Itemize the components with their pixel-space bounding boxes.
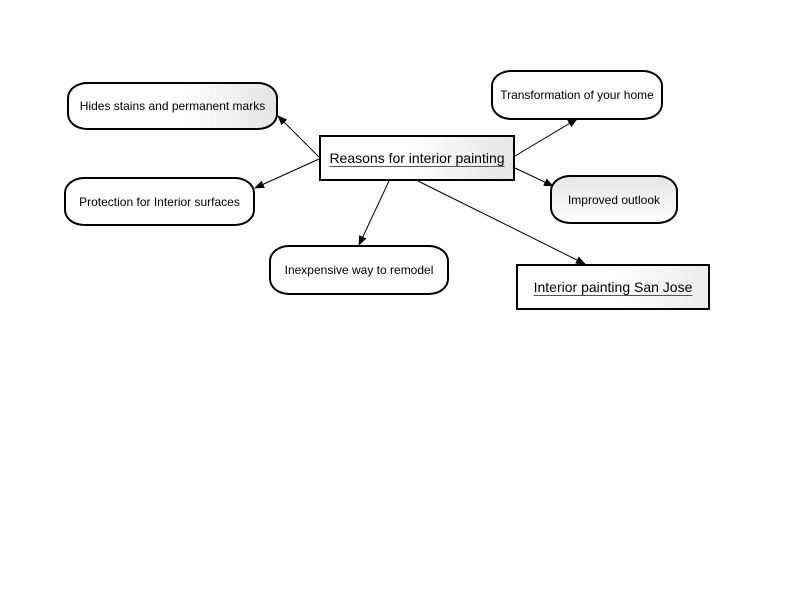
edge-to-transformation [514,118,578,157]
node-inexpensive-remodel-label: Inexpensive way to remodel [284,263,434,277]
node-transformation-home[interactable]: Transformation of your home [491,70,663,120]
node-hides-stains[interactable]: Hides stains and permanent marks [67,82,278,130]
node-improved-outlook[interactable]: Improved outlook [550,175,678,224]
edge-to-inexpensive [358,180,390,246]
edge-to-hides [277,115,320,158]
node-transformation-home-label: Transformation of your home [500,88,654,102]
node-improved-outlook-label: Improved outlook [567,192,661,207]
node-protection-interior[interactable]: Protection for Interior surfaces [64,177,255,226]
node-interior-painting-san-jose[interactable]: Interior painting San Jose [516,264,710,310]
node-protection-interior-label: Protection for Interior surfaces [79,194,240,209]
node-hides-stains-label: Hides stains and permanent marks [79,99,266,113]
node-san-jose-link-label[interactable]: Interior painting San Jose [533,279,693,295]
edge-to-outlook [514,167,554,187]
edge-to-san-jose [417,180,586,265]
central-topic-label[interactable]: Reasons for interior painting [329,150,505,166]
central-topic-node[interactable]: Reasons for interior painting [319,135,515,181]
node-inexpensive-remodel[interactable]: Inexpensive way to remodel [269,245,449,295]
edge-to-protection [254,158,320,189]
